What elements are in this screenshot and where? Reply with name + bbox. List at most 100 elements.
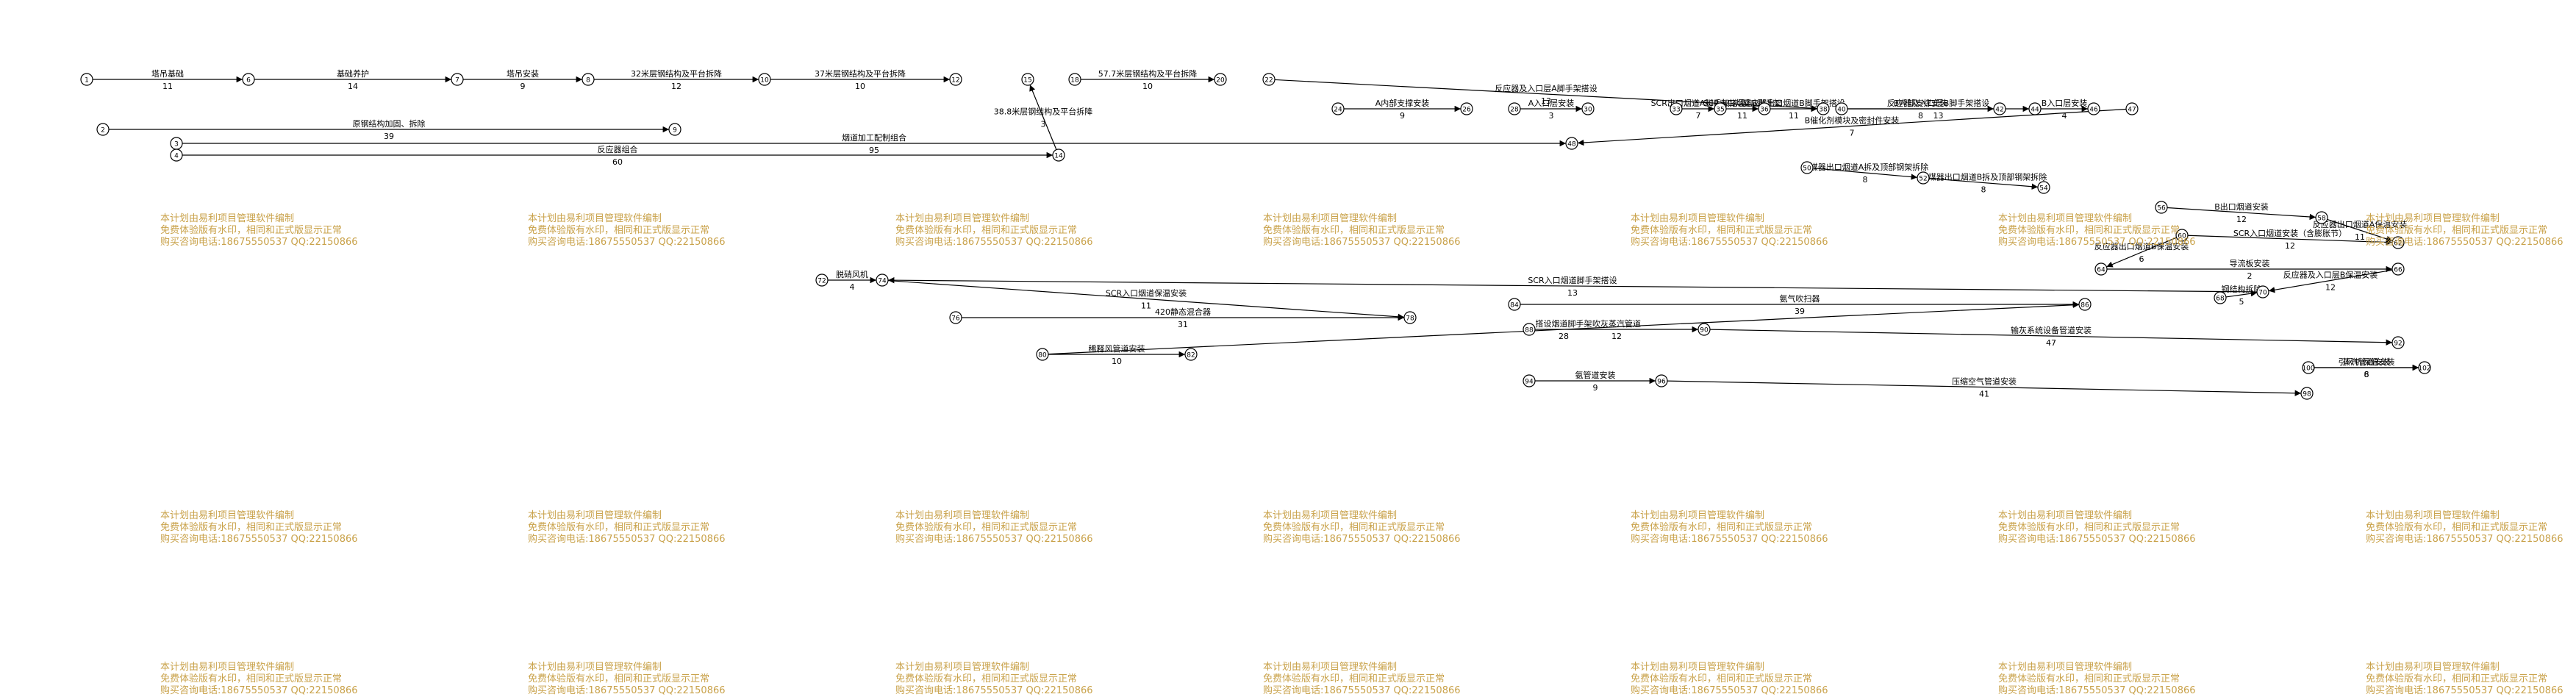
event-node-number: 92 [2394, 340, 2402, 348]
event-node-number: 3 [174, 141, 179, 149]
activity-duration: 11 [1789, 111, 1799, 121]
watermark-line: 免费体验版有水印，相同和正式版显示正常 [1998, 225, 2180, 236]
event-node: 4 [170, 149, 183, 162]
event-node-circle [949, 73, 962, 86]
event-node-circle [1800, 161, 1814, 174]
watermark-line: 本计划由易利项目管理软件编制 [2366, 510, 2500, 521]
event-node: 8 [582, 73, 595, 86]
event-node-circle [170, 149, 183, 162]
event-node: 28 [1508, 102, 1521, 115]
watermark-line: 购买咨询电话:18675550537 QQ:22150866 [1263, 685, 1461, 696]
activity-name: 脱硝风机 [836, 269, 868, 279]
activity-name: 输灰系统设备管道安装 [2011, 325, 2092, 335]
watermark-line: 免费体验版有水印，相同和正式版显示正常 [1263, 225, 1445, 236]
event-node-number: 30 [1584, 107, 1592, 114]
event-node: 74 [876, 274, 889, 287]
activity-duration: 10 [1142, 82, 1153, 91]
watermark-line: 本计划由易利项目管理软件编制 [528, 662, 662, 673]
activity-name: 原钢结构加固、拆除 [353, 118, 426, 129]
activity-name: B内部支撑安装 [1894, 98, 1948, 108]
watermark-line: 免费体验版有水印，相同和正式版显示正常 [160, 673, 343, 685]
watermark: 本计划由易利项目管理软件编制免费体验版有水印，相同和正式版显示正常购买咨询电话:… [1263, 662, 1461, 697]
activity-duration: 13 [1933, 111, 1944, 121]
event-node-number: 80 [1038, 352, 1047, 360]
event-node-circle [2087, 102, 2100, 115]
activity-duration: 8 [2364, 370, 2369, 379]
activity-name: A入口层安装 [1528, 98, 1575, 108]
event-node-number: 22 [1264, 77, 1273, 85]
event-node: 82 [1184, 348, 1198, 361]
activity-duration: 8 [1981, 185, 1986, 195]
watermark-line: 购买咨询电话:18675550537 QQ:22150866 [895, 534, 1093, 545]
watermark: 本计划由易利项目管理软件编制免费体验版有水印，相同和正式版显示正常购买咨询电话:… [2366, 213, 2564, 249]
watermark-line: 免费体验版有水印，相同和正式版显示正常 [1263, 522, 1445, 533]
event-node-number: 46 [2089, 107, 2098, 114]
event-node-circle [2037, 181, 2050, 194]
event-node: 58 [2315, 211, 2328, 224]
event-node: 44 [2028, 102, 2042, 115]
event-node: 42 [1993, 102, 2006, 115]
watermark-line: 免费体验版有水印，相同和正式版显示正常 [895, 673, 1078, 685]
watermark: 本计划由易利项目管理软件编制免费体验版有水印，相同和正式版显示正常购买咨询电话:… [1631, 510, 1828, 546]
watermark-line: 本计划由易利项目管理软件编制 [528, 510, 662, 521]
watermark-line: 免费体验版有水印，相同和正式版显示正常 [1631, 522, 1813, 533]
watermark-line: 购买咨询电话:18675550537 QQ:22150866 [528, 534, 726, 545]
activity-name: 省煤器出口烟道A拆及顶部钢架拆除 [1802, 162, 1929, 172]
event-node: 14 [1052, 149, 1065, 162]
event-node-number: 54 [2039, 185, 2048, 193]
watermark-line: 本计划由易利项目管理软件编制 [895, 213, 1030, 224]
activity-duration: 11 [1141, 301, 1151, 311]
activity-name: SCR入口烟道保温安装 [1106, 288, 1187, 299]
watermark-line: 本计划由易利项目管理软件编制 [160, 510, 295, 521]
watermark-line: 本计划由易利项目管理软件编制 [1998, 510, 2133, 521]
event-node-number: 100 [2302, 365, 2314, 373]
activity-duration: 14 [348, 82, 358, 91]
event-node: 3 [170, 137, 183, 150]
event-node-number: 60 [2178, 233, 2186, 240]
event-node: 24 [1331, 102, 1345, 115]
watermark: 本计划由易利项目管理软件编制免费体验版有水印，相同和正式版显示正常购买咨询电话:… [1631, 213, 1828, 249]
watermark-line: 购买咨询电话:18675550537 QQ:22150866 [1998, 685, 2196, 696]
event-node-number: 24 [1334, 107, 1342, 114]
event-node-number: 48 [1567, 141, 1576, 149]
activity-duration: 39 [384, 132, 394, 141]
watermark-line: 购买咨询电话:18675550537 QQ:22150866 [2366, 534, 2564, 545]
event-node-circle [949, 311, 962, 324]
event-node: 62 [2391, 236, 2405, 249]
watermark-line: 免费体验版有水印，相同和正式版显示正常 [1998, 673, 2180, 685]
event-node-circle [1052, 149, 1065, 162]
event-node: 50 [1800, 161, 1814, 174]
event-node-circle [2175, 229, 2189, 242]
event-node: 36 [1758, 102, 1771, 115]
watermark-line: 购买咨询电话:18675550537 QQ:22150866 [2366, 237, 2564, 248]
activity-name: SCR入口烟道脚手架搭设 [1528, 275, 1617, 285]
activity-name: 基础养护 [337, 68, 369, 79]
activity-arrow [1029, 85, 1057, 150]
event-node-number: 8 [586, 77, 590, 85]
event-node-circle [2300, 387, 2314, 400]
watermark-line: 购买咨询电话:18675550537 QQ:22150866 [1631, 685, 1828, 696]
event-node-circle [1508, 298, 1521, 311]
watermark-line: 购买咨询电话:18675550537 QQ:22150866 [1998, 534, 2196, 545]
watermark-line: 购买咨询电话:18675550537 QQ:22150866 [160, 237, 358, 248]
event-node-number: 18 [1070, 77, 1079, 85]
event-node: 68 [2214, 291, 2227, 304]
activity-duration: 12 [2285, 241, 2295, 251]
event-node-number: 20 [1216, 77, 1225, 85]
event-node: 48 [1565, 137, 1578, 150]
watermark: 本计划由易利项目管理软件编制免费体验版有水印，相同和正式版显示正常购买咨询电话:… [1631, 662, 1828, 697]
activity-duration: 41 [1979, 390, 1989, 399]
event-node-number: 12 [951, 77, 959, 85]
event-node-number: 70 [2258, 290, 2267, 297]
event-node-number: 68 [2216, 296, 2225, 303]
event-node-circle [1758, 102, 1771, 115]
activity-arrow [1048, 301, 2080, 355]
watermark-line: 购买咨询电话:18675550537 QQ:22150866 [895, 237, 1093, 248]
watermark: 本计划由易利项目管理软件编制免费体验版有水印，相同和正式版显示正常购买咨询电话:… [1263, 510, 1461, 546]
event-node: 92 [2391, 336, 2405, 349]
activity-arrow [2167, 207, 2316, 221]
event-node-number: 35 [1716, 107, 1724, 114]
watermark-line: 本计划由易利项目管理软件编制 [895, 662, 1030, 673]
event-node-circle [815, 274, 829, 287]
event-node-number: 88 [1525, 327, 1534, 335]
